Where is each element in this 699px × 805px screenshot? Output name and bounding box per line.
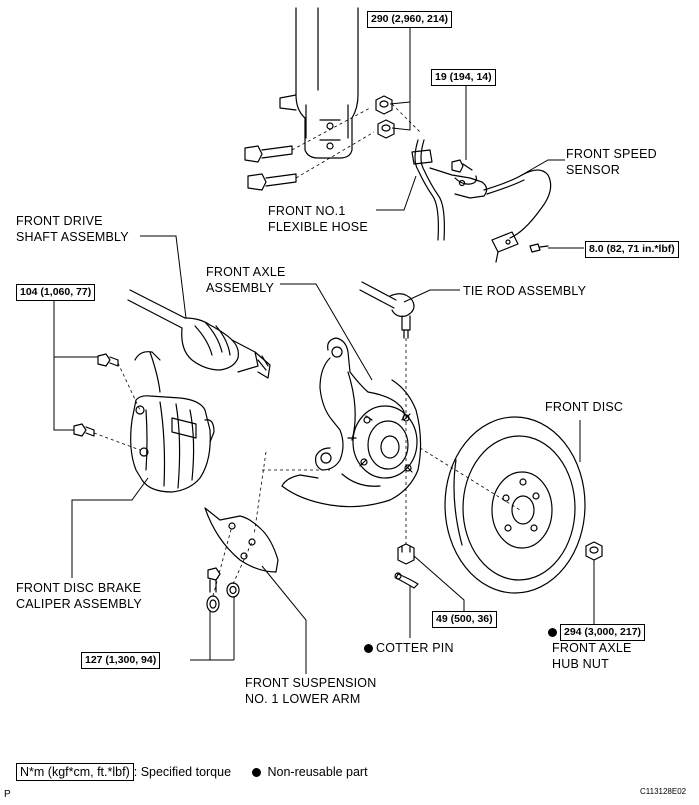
label-line: FLEXIBLE HOSE [268,220,368,234]
page-marker: P [4,789,11,800]
label-line: FRONT AXLE [206,265,286,279]
label-front-speed-sensor: FRONT SPEED SENSOR [566,146,657,178]
label-cotter-pin: COTTER PIN [364,640,454,656]
label-tie-rod-assembly: TIE ROD ASSEMBLY [463,284,587,298]
brake-disc-drawing [444,416,586,594]
strut-bolts-drawing [244,145,297,191]
torque-lower-arm-bolts: 127 (1,300, 94) [81,652,161,669]
label-line: SENSOR [566,163,620,177]
label-line: CALIPER ASSEMBLY [16,597,142,611]
label-line: FRONT NO.1 [268,204,346,218]
cotter-pin-drawing [394,572,419,589]
label-front-axle-hub-nut: FRONT AXLE HUB NUT [552,640,632,672]
assembly-guide-lines [93,103,560,597]
non-reusable-marker-hub-nut [548,628,557,637]
label-front-disc-brake-caliper-assembly: FRONT DISC BRAKE CALIPER ASSEMBLY [16,580,142,612]
castle-nut-drawing [397,543,415,565]
bracket-bolt-drawing [451,159,473,173]
label-line: SHAFT ASSEMBLY [16,230,129,244]
label-line: ASSEMBLY [206,281,275,295]
strut-bracket-drawing [279,7,359,159]
speed-sensor-drawing [483,169,552,263]
legend-specified-torque: : Specified torque [133,765,232,779]
steering-knuckle-drawing [281,337,422,508]
figure-code: C113128E02 [640,787,687,796]
label-front-suspension-no1-lower-arm: FRONT SUSPENSION NO. 1 LOWER ARM [245,675,376,707]
torque-hub-nut: 294 (3,000, 217) [560,624,646,641]
flexible-hose-drawing [411,139,488,241]
caliper-drawing [130,351,215,493]
torque-tie-rod-nut: 49 (500, 36) [432,611,497,628]
torque-speed-sensor: 8.0 (82, 71 in.*lbf) [585,241,679,258]
label-line: FRONT AXLE [552,641,632,655]
torque-sensor-bracket: 19 (194, 14) [431,69,496,86]
label-front-no1-flexible-hose: FRONT NO.1 FLEXIBLE HOSE [268,203,368,235]
legend: N*m (kgf*cm, ft.*lbf): Specified torque … [16,763,368,781]
label-line: HUB NUT [552,657,609,671]
label-line: FRONT SPEED [566,147,657,161]
label-text: COTTER PIN [376,641,454,655]
strut-nuts-drawing [375,95,395,139]
legend-non-reusable-dot [252,768,262,777]
non-reusable-marker-cotter-pin [364,644,373,653]
caliper-bolts-drawing [73,353,119,437]
legend-unit-box: N*m (kgf*cm, ft.*lbf) [16,763,134,781]
torque-caliper-bolts: 104 (1,060, 77) [16,284,96,301]
label-front-disc: FRONT DISC [545,400,624,414]
label-line: NO. 1 LOWER ARM [245,692,361,706]
label-line: FRONT DISC BRAKE [16,581,142,595]
drive-shaft-drawing [127,289,271,379]
label-front-drive-shaft-assembly: FRONT DRIVE SHAFT ASSEMBLY [16,213,129,245]
label-front-axle-assembly: FRONT AXLE ASSEMBLY [206,264,286,296]
legend-non-reusable-part: Non-reusable part [267,765,368,779]
hub-nut-drawing [585,541,603,561]
leader-lines [53,24,595,674]
label-line: FRONT SUSPENSION [245,676,377,690]
label-line: FRONT DRIVE [16,214,103,228]
lower-arm-drawing [204,507,279,573]
torque-strut-bolts: 290 (2,960, 214) [367,11,453,28]
tie-rod-drawing [359,281,415,339]
